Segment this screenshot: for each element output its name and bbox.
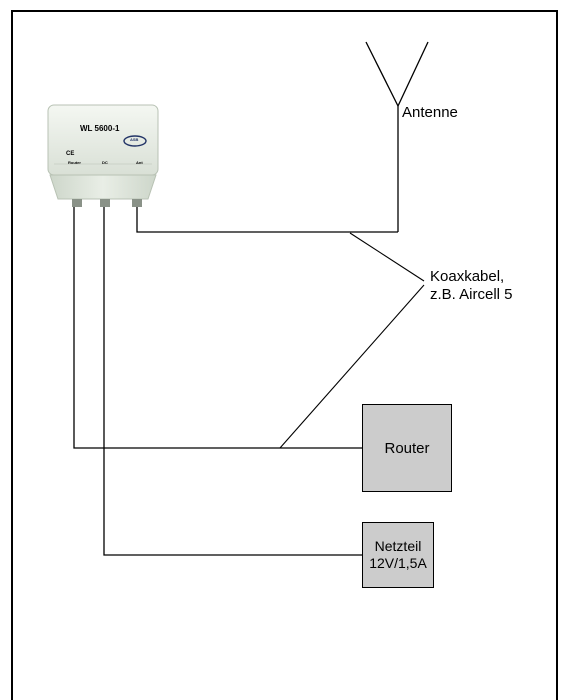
router-label: Router xyxy=(384,439,430,457)
coax-cable-router xyxy=(73,205,362,449)
coax-cable-antenna xyxy=(136,205,398,233)
coax-cable-label-line1: Koaxkabel, xyxy=(430,268,505,285)
power-supply-box: Netzteil 12V/1,5A xyxy=(362,522,434,588)
antenna-symbol xyxy=(365,41,429,232)
coax-cable-label-line2: z.B. Aircell 5 xyxy=(430,286,513,303)
access-point-illustration xyxy=(47,104,159,207)
port-label-router: Router xyxy=(68,160,81,165)
power-supply-label-line2: 12V/1,5A xyxy=(369,555,427,571)
antenna-label: Antenne xyxy=(402,104,458,121)
router-box: Router xyxy=(362,404,452,492)
dc-cable xyxy=(103,205,362,556)
port-label-ant: Ant xyxy=(136,160,143,165)
access-point-device: WL 5600-1 CE ASB Router DC Ant xyxy=(44,103,162,221)
diagram-frame xyxy=(11,10,558,700)
cable-label-pointers xyxy=(279,232,425,449)
brand-logo-icon xyxy=(123,135,147,147)
ce-mark: CE xyxy=(66,151,75,157)
coax-cable-label: Koaxkabel, z.B. Aircell 5 xyxy=(430,268,513,304)
power-supply-label-line1: Netzteil xyxy=(374,538,422,554)
port-label-dc: DC xyxy=(102,160,108,165)
device-model-label: WL 5600-1 xyxy=(80,124,120,133)
device-brand-text: ASB xyxy=(130,137,139,142)
